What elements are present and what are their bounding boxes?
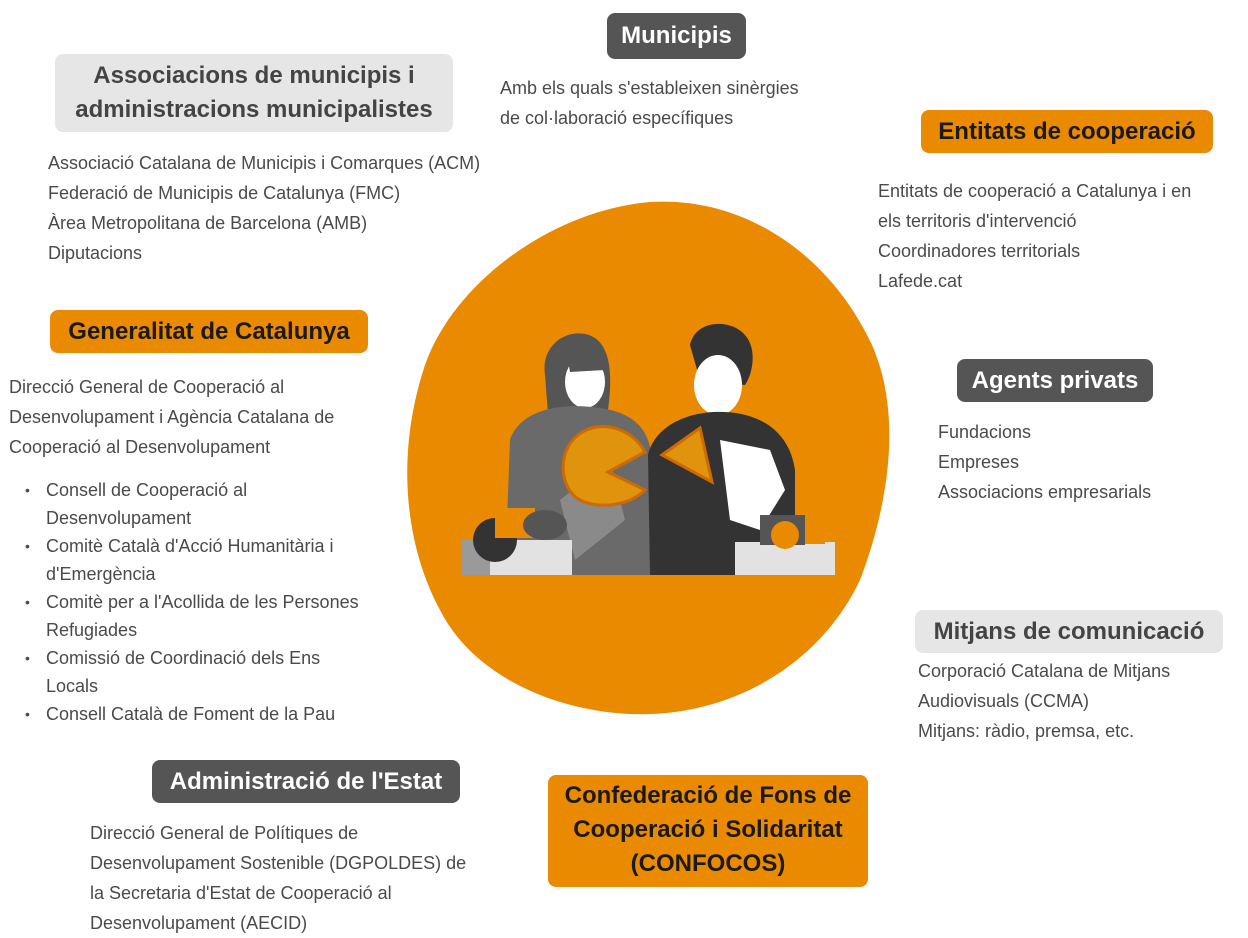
entitats-item: Entitats de cooperació a Catalunya i en [878,181,1192,201]
generalitat-bullet: Comitè per a l'Acollida de les Persones … [9,588,359,644]
associacions-list: Associació Catalana de Municipis i Comar… [48,148,480,268]
estat-line: Direcció General de Polítiques de [90,823,359,843]
confocos-tag: Confederació de Fons de Cooperació i Sol… [548,775,868,887]
estat-tag: Administració de l'Estat [152,760,460,803]
agents-item: Associacions empresarials [938,482,1152,502]
municipis-line: de col·laboració específiques [500,108,734,128]
entitats-tag: Entitats de cooperació [921,110,1213,153]
generalitat-tag: Generalitat de Catalunya [50,310,368,353]
generalitat-bullet: Consell Català de Foment de la Pau [9,700,359,728]
boxes [462,508,835,575]
confocos-title-line: Confederació de Fons de [564,782,852,809]
agents-item: Empreses [938,452,1020,472]
associacions-tag: Associacions de municipis i administraci… [55,54,453,132]
agents-title: Agents privats [971,367,1139,394]
generalitat-bullet: Comissió de Coordinació dels Ens Locals [9,644,359,700]
municipis-description: Amb els quals s'estableixen sinèrgies de… [500,73,799,133]
generalitat-description: Direcció General de Cooperació al Desenv… [9,372,334,462]
generalitat-bullet-line: Locals [46,676,99,696]
associacions-item: Associació Catalana de Municipis i Comar… [48,153,481,173]
generalitat-bullet-line: d'Emergència [46,564,156,584]
generalitat-bullet-line: Comitè Català d'Acció Humanitària i [46,536,334,556]
municipis-tag: Municipis [607,13,746,59]
mitjans-item: Mitjans: ràdio, premsa, etc. [918,721,1135,741]
generalitat-line: Cooperació al Desenvolupament [9,437,271,457]
estat-line: Desenvolupament (AECID) [90,913,308,933]
generalitat-line: Desenvolupament i Agència Catalana de [9,407,335,427]
entitats-list: Entitats de cooperació a Catalunya i en … [878,176,1191,296]
mitjans-item: Corporació Catalana de Mitjans [918,661,1171,681]
agents-item: Fundacions [938,422,1032,442]
municipis-title: Municipis [621,22,732,49]
estat-title: Administració de l'Estat [169,768,443,795]
associacions-title-line: Associacions de municipis i [93,62,415,89]
mitjans-title: Mitjans de comunicació [933,618,1205,645]
generalitat-bullet-line: Consell Català de Foment de la Pau [46,704,336,724]
associacions-item: Diputacions [48,243,143,263]
pie-left [561,425,648,507]
generalitat-bullet: Comitè Català d'Acció Humanitària i d'Em… [9,532,359,588]
generalitat-title: Generalitat de Catalunya [68,318,350,345]
generalitat-bullet-list: Consell de Cooperació al Desenvolupament… [9,476,359,728]
agents-tag: Agents privats [957,359,1153,402]
entitats-item: Lafede.cat [878,271,963,291]
generalitat-bullet-line: Consell de Cooperació al [46,480,248,500]
generalitat-bullet-line: Desenvolupament [46,508,192,528]
mitjans-list: Corporació Catalana de Mitjans Audiovisu… [918,656,1170,746]
associacions-title-line: administracions municipalistes [75,96,433,123]
generalitat-bullet: Consell de Cooperació al Desenvolupament [9,476,359,532]
agents-list: Fundacions Empreses Associacions empresa… [938,417,1151,507]
municipis-line: Amb els quals s'estableixen sinèrgies [500,78,799,98]
entitats-title: Entitats de cooperació [938,118,1196,145]
estat-description: Direcció General de Polítiques de Desenv… [90,818,466,938]
generalitat-bullet-line: Comissió de Coordinació dels Ens [46,648,321,668]
estat-line: la Secretaria d'Estat de Cooperació al [90,883,392,903]
entitats-item: els territoris d'intervenció [878,211,1077,231]
generalitat-bullet-line: Refugiades [46,620,138,640]
entitats-item: Coordinadores territorials [878,241,1081,261]
associacions-item: Federació de Municipis de Catalunya (FMC… [48,183,401,203]
generalitat-bullet-line: Comitè per a l'Acollida de les Persones [46,592,359,612]
mitjans-item: Audiovisuals (CCMA) [918,691,1090,711]
generalitat-line: Direcció General de Cooperació al [9,377,285,397]
associacions-item: Àrea Metropolitana de Barcelona (AMB) [48,213,368,233]
confocos-title-line: Cooperació i Solidaritat [573,816,843,843]
confocos-title-line: (CONFOCOS) [630,850,786,877]
mitjans-tag: Mitjans de comunicació [915,610,1223,653]
pie-slice-right [659,425,715,485]
estat-line: Desenvolupament Sostenible (DGPOLDES) de [90,853,467,873]
